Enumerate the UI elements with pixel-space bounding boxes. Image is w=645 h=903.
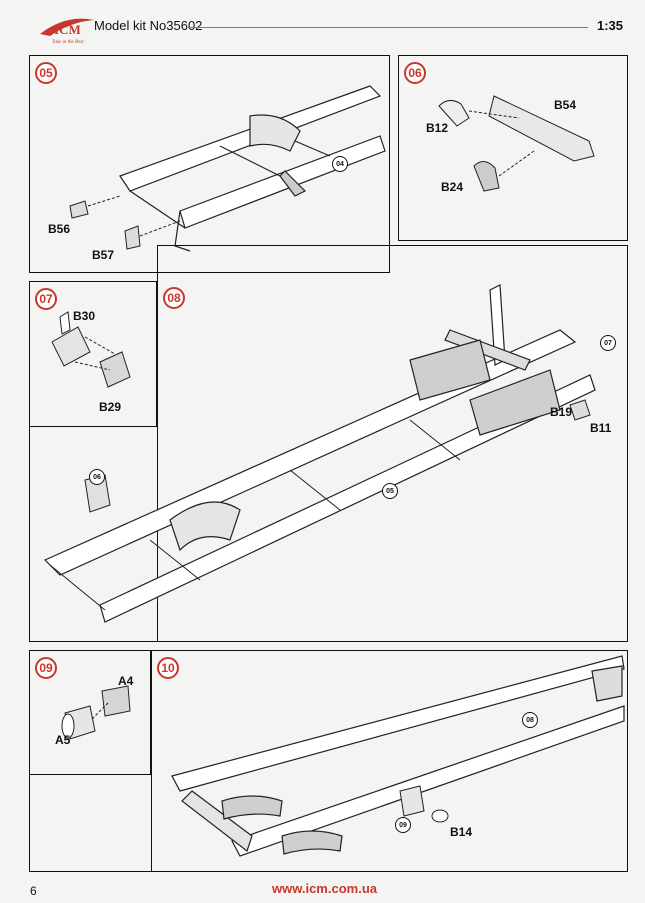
step-05-ref-04: 04 [332, 156, 348, 172]
step-09-number: 09 [35, 657, 57, 679]
step-05-panel [29, 55, 390, 273]
part-label-a4: A4 [118, 674, 134, 688]
step-08-drawing [43, 284, 596, 623]
step-07-panel [29, 281, 157, 427]
step-06-drawing [438, 95, 595, 192]
step-07-drawing [51, 311, 131, 388]
step-10-panel [151, 650, 628, 872]
icm-logo: ICM Take in the Best [36, 12, 98, 46]
part-label-b11: B11 [590, 421, 612, 435]
part-label-b12: B12 [426, 121, 449, 135]
step-09-panel [29, 650, 151, 775]
step-08-panel-extension [29, 427, 159, 642]
part-label-b29: B29 [99, 400, 122, 414]
scale-label: 1:35 [597, 18, 624, 33]
step-06-panel [398, 55, 628, 241]
step-08-ref-06: 06 [89, 469, 105, 485]
step-09-drawing [61, 685, 131, 740]
step-08-number: 08 [163, 287, 185, 309]
step-08-ref-07: 07 [600, 335, 616, 351]
header-rule [188, 27, 588, 28]
part-label-b30: B30 [73, 309, 96, 323]
part-label-b54: B54 [554, 98, 577, 112]
step-10-ref-09: 09 [395, 817, 411, 833]
kit-number: Model kit No35602 [94, 18, 203, 33]
step-10-drawing [171, 655, 625, 857]
svg-text:Take in the Best: Take in the Best [52, 40, 84, 45]
step-08-panel [157, 245, 628, 642]
step-07-number: 07 [35, 288, 57, 310]
part-label-b57: B57 [92, 248, 115, 262]
step-10-panel-extension [29, 775, 153, 872]
part-label-b56: B56 [48, 222, 71, 236]
step-08-ref-05: 05 [382, 483, 398, 499]
part-label-a5: A5 [55, 733, 71, 747]
part-label-b24: B24 [441, 180, 464, 194]
part-label-b14: B14 [450, 825, 473, 839]
step-10-number: 10 [157, 657, 179, 679]
step-05-number: 05 [35, 62, 57, 84]
page-number: 6 [30, 884, 37, 898]
website-link[interactable]: www.icm.com.ua [272, 881, 377, 896]
step-06-number: 06 [404, 62, 426, 84]
svg-text:ICM: ICM [54, 22, 81, 37]
part-label-b19: B19 [550, 405, 573, 419]
step-10-ref-08: 08 [522, 712, 538, 728]
